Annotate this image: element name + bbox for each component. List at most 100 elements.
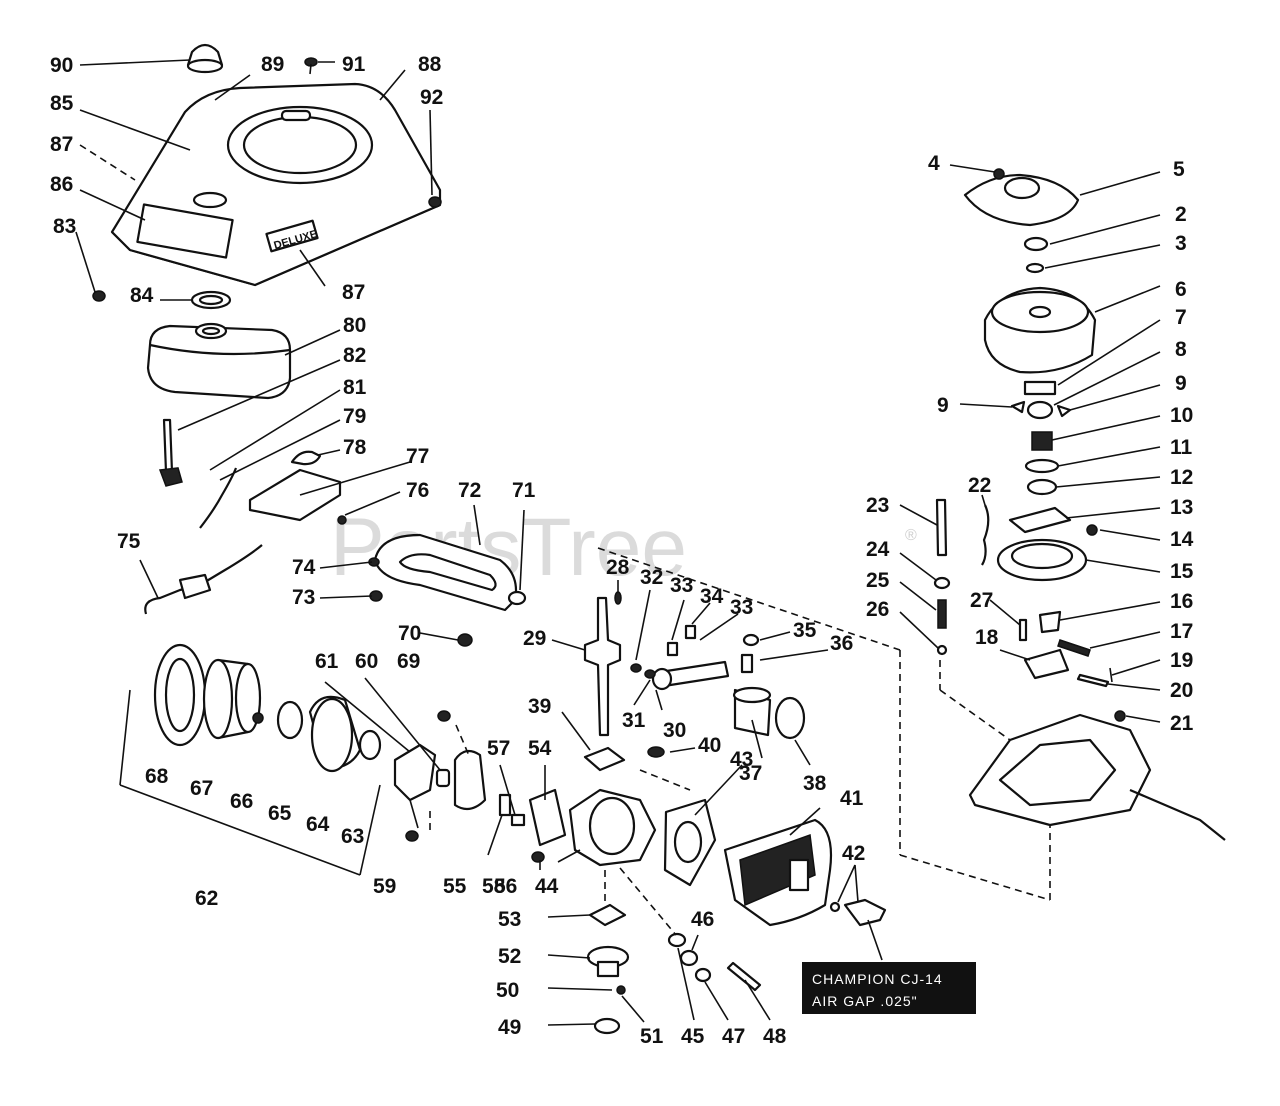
label-54: 54 <box>528 737 552 760</box>
label-79: 79 <box>343 405 366 428</box>
part-2-nut <box>1023 236 1049 252</box>
watermark-trademark: ® <box>905 527 917 544</box>
part-18-bracket <box>1023 648 1070 680</box>
part-48-pin <box>726 961 762 992</box>
label-92: 92 <box>420 86 443 109</box>
part-7-plate <box>1023 380 1057 396</box>
label-74: 74 <box>292 556 316 579</box>
label-15: 15 <box>1170 560 1194 583</box>
label-67: 67 <box>190 777 213 800</box>
part-6-flywheel <box>983 286 1097 374</box>
part-63-gasket <box>358 729 382 761</box>
part-67-air-filter <box>202 658 262 740</box>
label-26: 26 <box>866 598 889 621</box>
label-76: 76 <box>406 479 429 502</box>
label-27: 27 <box>970 589 993 612</box>
part-54-gasket <box>528 788 567 847</box>
label-59: 59 <box>373 875 396 898</box>
spark-plug-label-line2: AIR GAP .025" <box>812 993 918 1009</box>
label-16: 16 <box>1170 590 1193 613</box>
label-28: 28 <box>606 556 630 579</box>
label-33-a: 33 <box>670 574 693 597</box>
part-11-washer <box>1024 458 1060 474</box>
part-40-screw <box>647 746 665 758</box>
label-77: 77 <box>406 445 429 468</box>
part-64-air-cleaner-body <box>308 695 362 773</box>
label-19: 19 <box>1170 649 1193 672</box>
part-81-fuel-valve <box>158 418 183 487</box>
part-41-cylinder <box>723 818 833 927</box>
label-61: 61 <box>315 650 339 673</box>
label-45: 45 <box>681 1025 705 1048</box>
label-47: 47 <box>722 1025 745 1048</box>
part-49-nut <box>593 1017 621 1035</box>
part-78-clip <box>290 450 322 466</box>
label-57: 57 <box>487 737 510 760</box>
label-82: 82 <box>343 344 366 367</box>
engine-base-plate <box>968 713 1226 841</box>
label-9-right: 9 <box>1175 372 1187 395</box>
label-48: 48 <box>763 1025 787 1048</box>
part-92-screw <box>428 196 442 208</box>
part-21-screw <box>1114 710 1126 722</box>
label-46: 46 <box>691 908 714 931</box>
part-71-grommet <box>507 590 527 606</box>
part-12-bushing <box>1026 478 1058 496</box>
label-68: 68 <box>145 765 169 788</box>
label-52: 52 <box>498 945 521 968</box>
label-78: 78 <box>343 436 367 459</box>
label-13: 13 <box>1170 496 1193 519</box>
label-51: 51 <box>640 1025 664 1048</box>
part-29-crankshaft <box>583 596 622 737</box>
part-68-air-cleaner-cover <box>153 643 207 747</box>
part-66-screw <box>252 712 264 724</box>
label-33-b: 33 <box>730 596 753 619</box>
part-15-rope-pulley <box>996 538 1088 582</box>
label-53: 53 <box>498 908 521 931</box>
part-16-bushing <box>1038 610 1062 634</box>
part-90-cap <box>186 43 224 74</box>
label-34: 34 <box>700 585 724 608</box>
label-40: 40 <box>698 734 721 757</box>
part-84-gasket <box>190 290 232 310</box>
part-8-hub <box>1026 400 1054 420</box>
part-91-screw <box>304 57 318 75</box>
label-41: 41 <box>840 787 864 810</box>
part-20-pin <box>1076 673 1110 688</box>
label-44: 44 <box>535 875 559 898</box>
part-59-screw <box>405 830 419 842</box>
label-25: 25 <box>866 569 890 592</box>
label-55: 55 <box>443 875 467 898</box>
part-47-washer <box>694 967 712 983</box>
spark-plug-label-line1: CHAMPION CJ-14 <box>812 971 943 987</box>
part-56-screw <box>531 851 545 863</box>
label-84: 84 <box>130 284 154 307</box>
part-10-spring <box>1031 431 1053 451</box>
label-30: 30 <box>663 719 686 742</box>
label-69: 69 <box>397 650 420 673</box>
label-7: 7 <box>1175 306 1187 329</box>
part-45-seal <box>667 932 687 948</box>
spark-plug-label-plate: CHAMPION CJ-14 AIR GAP .025" <box>802 962 976 1014</box>
label-83: 83 <box>53 215 76 238</box>
label-24: 24 <box>866 538 890 561</box>
part-36-wrist-pin <box>740 653 754 674</box>
part-60-gasket <box>435 768 451 788</box>
label-43: 43 <box>730 748 753 771</box>
label-75: 75 <box>117 530 141 553</box>
label-36: 36 <box>830 632 853 655</box>
part-22-wire <box>981 504 990 566</box>
label-49: 49 <box>498 1016 521 1039</box>
part-39-seal <box>583 746 626 772</box>
label-10: 10 <box>1170 404 1193 427</box>
part-52-adapter <box>586 945 630 978</box>
label-4: 4 <box>928 152 940 175</box>
part-31-washer <box>644 669 656 679</box>
part-51-screw <box>616 985 626 995</box>
part-9-pawl-right <box>1056 404 1072 418</box>
part-38-piston-ring <box>774 696 806 740</box>
label-58: 58 <box>482 875 506 898</box>
part-13-brake <box>1008 506 1072 534</box>
label-73: 73 <box>292 586 315 609</box>
part-5-starter-cup <box>963 173 1080 227</box>
